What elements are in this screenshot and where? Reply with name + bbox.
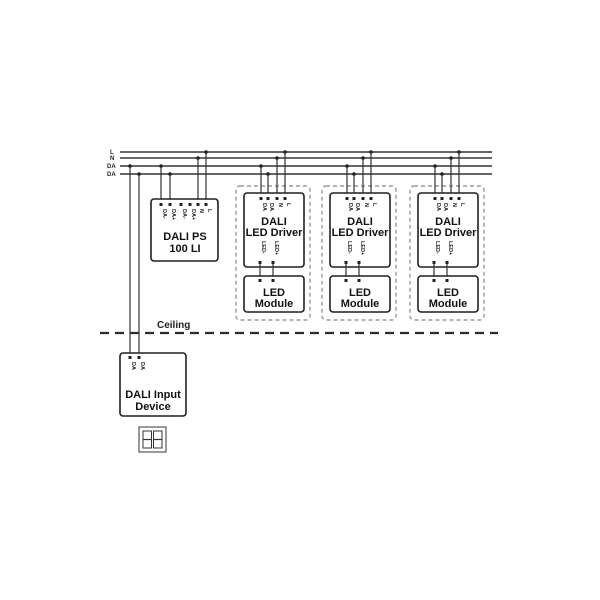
driver-title-line1: DALI (347, 216, 373, 228)
led-module-line1: LED (349, 287, 371, 299)
driver-group-frame (409, 185, 485, 321)
ps-pin-5: N (198, 209, 204, 213)
power-supply-title-line2: 100 LI (169, 243, 200, 255)
driver-pin-2: DA (354, 203, 360, 211)
driver-out-pin-2: LED+ (273, 241, 279, 255)
driver-out-pin-2: LED+ (359, 241, 365, 255)
bus-lines (120, 151, 492, 175)
driver-pin-3: N (451, 203, 457, 207)
driver-pin-3: N (277, 203, 283, 207)
driver-pin-1: DA (261, 203, 267, 211)
driver-out-pin-1: LED- (260, 241, 266, 254)
driver-group-frame (321, 185, 397, 321)
bus-label-l: L (110, 150, 114, 156)
led-module-line2: Module (341, 298, 380, 310)
led-driver-box (243, 192, 305, 268)
driver-group-3: DA DA N L DALI LED Driver LED- LED+ LED … (409, 150, 485, 321)
driver-pin-4: L (371, 203, 377, 207)
ps-pin-6: L (206, 209, 212, 213)
driver-pin-2: DA (442, 203, 448, 211)
led-module-line2: Module (255, 298, 294, 310)
driver-pin-2: DA (268, 203, 274, 211)
input-device-pin-2: DA (139, 362, 145, 370)
led-module-box (329, 275, 391, 313)
led-driver-box (417, 192, 479, 268)
ps-pin-2: DA+ (170, 209, 176, 220)
push-button-switch-icon (138, 426, 167, 453)
power-supply-box (150, 198, 219, 262)
driver-pin-1: DA (435, 203, 441, 211)
driver-title-line2: LED Driver (420, 227, 478, 239)
led-module-box (243, 275, 305, 313)
driver-out-pin-1: LED- (346, 241, 352, 254)
bus-label-da1: DA (107, 164, 116, 170)
driver-title-line2: LED Driver (332, 227, 390, 239)
ps-pin-1: DA- (161, 209, 167, 219)
driver-group-2: DA DA N L DALI LED Driver LED- LED+ LED … (321, 150, 397, 321)
input-device-pin-1: DA (130, 362, 136, 370)
dali-input-device: DA DA DALI Input Device (119, 352, 187, 417)
driver-group-frame (235, 185, 311, 321)
ceiling: Ceiling (100, 320, 498, 335)
power-supply-title-line1: DALI PS (163, 231, 206, 243)
bus-labels: L N DA DA (107, 150, 116, 178)
driver-pin-4: L (285, 203, 291, 207)
driver-group-1: DA DA N L DALI LED Driver LED- LED+ LED … (235, 150, 311, 321)
driver-pin-1: DA (347, 203, 353, 211)
led-module-line1: LED (263, 287, 285, 299)
driver-title-line1: DALI (435, 216, 461, 228)
bus-label-da2: DA (107, 172, 116, 178)
led-module-line1: LED (437, 287, 459, 299)
led-driver-box (329, 192, 391, 268)
driver-pin-4: L (459, 203, 465, 207)
dali-power-supply: DA- DA+ DA- DA+ N L DALI PS 100 LI (150, 198, 219, 262)
input-device-title-line2: Device (135, 401, 170, 413)
ps-pin-4: DA+ (190, 209, 196, 220)
driver-out-pin-1: LED- (434, 241, 440, 254)
driver-title-line2: LED Driver (246, 227, 304, 239)
led-module-box (417, 275, 479, 313)
input-device-title-line1: DALI Input (125, 389, 181, 401)
input-device-box (119, 352, 187, 417)
input-device-wiring (128, 164, 141, 356)
ceiling-label: Ceiling (157, 320, 190, 331)
driver-out-pin-2: LED+ (447, 241, 453, 255)
driver-pin-3: N (363, 203, 369, 207)
bus-label-n: N (110, 156, 114, 162)
led-module-line2: Module (429, 298, 468, 310)
driver-title-line1: DALI (261, 216, 287, 228)
power-supply-wiring (159, 150, 208, 202)
ps-pin-3: DA- (181, 209, 187, 219)
